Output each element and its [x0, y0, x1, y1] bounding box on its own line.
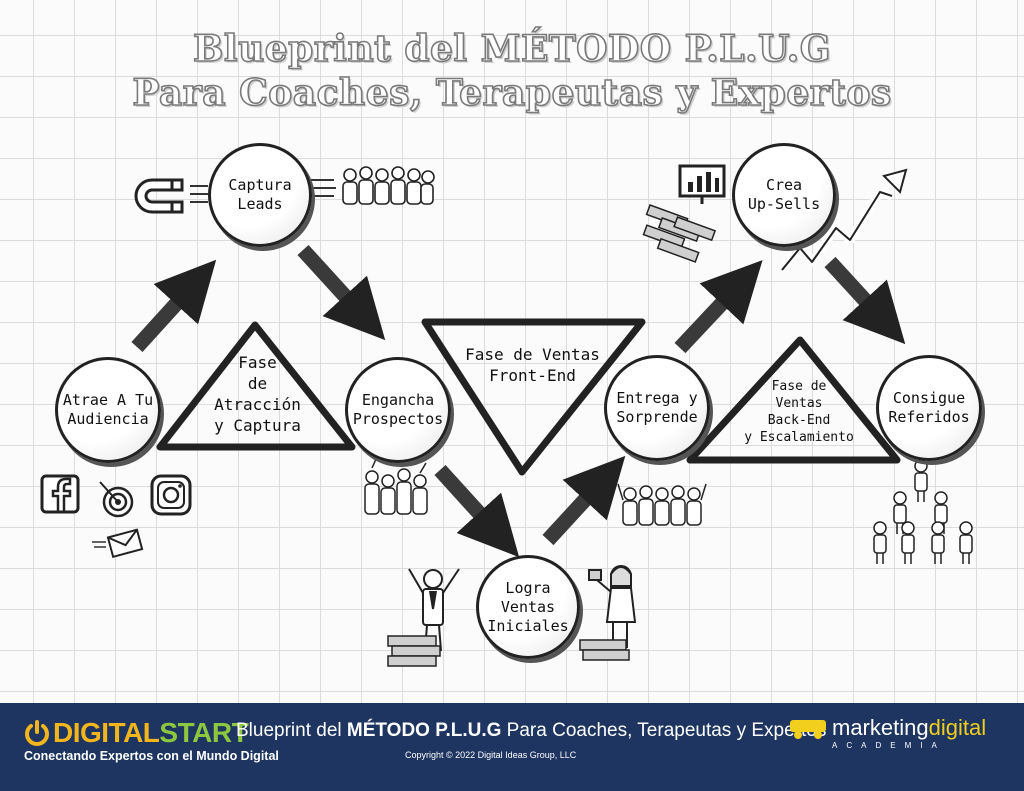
brand-digital: DIGITAL — [53, 717, 160, 748]
arrow-entrega-to-crea — [674, 260, 763, 354]
arrow-logra-to-entrega — [542, 455, 626, 546]
facebook-icon — [40, 474, 80, 514]
truck-icon — [790, 720, 826, 739]
node-atrae-audiencia: Atrae A Tu Audiencia — [55, 357, 161, 463]
monitor-chart-icon — [678, 164, 726, 204]
phase-triangle-back-end — [686, 336, 901, 464]
title-line-2: Para Coaches, Terapeutas y Expertos — [132, 71, 892, 115]
growth-arrow-icon — [778, 168, 908, 273]
arrow-atrae-to-captura — [131, 259, 217, 353]
power-icon — [25, 720, 49, 746]
footer-title-post: Para Coaches, Terapeutas y Expertos — [501, 720, 827, 741]
money-stack-icon — [642, 204, 717, 263]
crowd-icon — [342, 166, 435, 205]
footer-title-pre: Blueprint del — [236, 720, 347, 741]
diagram-art — [40, 164, 973, 667]
crowd-icon — [617, 483, 707, 526]
footer-title-bold: MÉTODO P.L.U.G — [346, 720, 502, 741]
node-logra-ventas: Logra Ventas Iniciales — [476, 555, 580, 659]
person-icon — [588, 565, 637, 648]
brand-marketing: marketing — [832, 715, 929, 740]
title-line-1: Blueprint del MÉTODO P.L.U.G — [192, 27, 832, 71]
phase-triangle-atraccion — [156, 321, 356, 451]
speed-lines — [310, 179, 336, 197]
money-stack-icon — [579, 639, 630, 661]
money-stack-icon — [387, 635, 441, 667]
envelope-icon — [92, 528, 144, 559]
brand-tagline: Conectando Expertos con el Mundo Digital — [24, 749, 279, 763]
person-icon — [408, 568, 460, 652]
phase-label-atraccion: Fase de Atracción y Captura — [214, 353, 301, 435]
brand-start: START — [159, 717, 249, 748]
phase-label-front-end: Fase de Ventas Front-End — [465, 345, 600, 385]
target-icon — [99, 481, 134, 518]
phase-label-back-end: Fase de Ventas Back-End y Escalamiento — [744, 379, 854, 445]
node-entrega-sorprende: Entrega y Sorprende — [604, 355, 710, 461]
node-consigue-referidos: Consigue Referidos — [876, 355, 982, 461]
node-crea-upsells: Crea Up-Sells — [732, 143, 836, 247]
crowd-icon — [364, 458, 428, 515]
arrow-captura-to-engancha — [297, 244, 386, 341]
arrow-engancha-to-logra — [434, 464, 520, 558]
arrow-crea-to-consigue — [824, 256, 906, 345]
node-engancha-prospectos: Engancha Prospectos — [345, 357, 451, 463]
footer-title: Blueprint del MÉTODO P.L.U.G Para Coache… — [236, 720, 826, 742]
person-icon — [873, 459, 973, 564]
copyright: Copyright © 2022 Digital Ideas Group, LL… — [405, 750, 577, 760]
phase-triangle-front-end — [421, 318, 646, 476]
brand-digital-partner: digital — [928, 715, 987, 740]
node-captura-leads: Captura Leads — [208, 143, 312, 247]
instagram-icon — [150, 474, 192, 516]
brand-academia: ACADEMIA — [832, 741, 946, 750]
magnet-icon — [134, 178, 210, 214]
